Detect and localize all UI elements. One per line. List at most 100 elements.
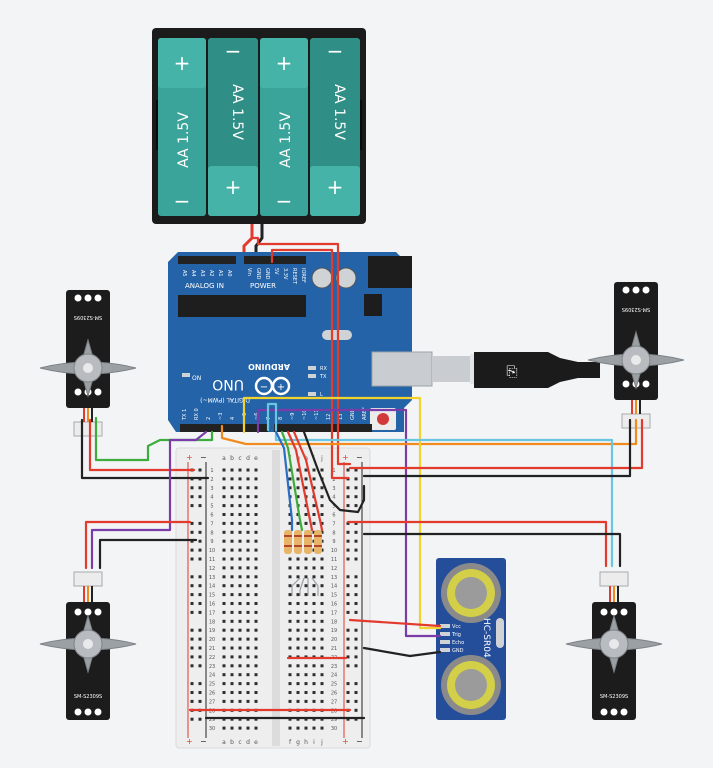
breadboard-hole[interactable] <box>238 495 242 499</box>
breadboard-hole[interactable] <box>312 530 316 534</box>
rail-hole[interactable] <box>190 575 194 579</box>
breadboard-hole[interactable] <box>254 557 258 561</box>
breadboard-hole[interactable] <box>296 486 300 490</box>
wire-servo-br-black[interactable] <box>362 532 622 568</box>
rail-hole[interactable] <box>346 637 350 641</box>
breadboard-hole[interactable] <box>296 646 300 650</box>
breadboard-hole[interactable] <box>288 726 292 730</box>
rail-hole[interactable] <box>346 717 350 721</box>
breadboard-hole[interactable] <box>222 664 226 668</box>
rail-hole[interactable] <box>354 575 358 579</box>
breadboard-hole[interactable] <box>246 699 250 703</box>
breadboard-hole[interactable] <box>254 610 258 614</box>
rail-hole[interactable] <box>190 602 194 605</box>
breadboard-hole[interactable] <box>304 726 308 730</box>
rail-hole[interactable] <box>190 530 194 534</box>
rail-hole[interactable] <box>346 468 350 472</box>
rail-hole[interactable] <box>346 646 350 650</box>
breadboard-hole[interactable] <box>246 602 250 605</box>
breadboard-hole[interactable] <box>246 477 250 481</box>
wire-blue-led[interactable] <box>274 430 294 532</box>
rail-hole[interactable] <box>190 628 194 632</box>
breadboard-hole[interactable] <box>312 504 316 508</box>
breadboard-hole[interactable] <box>246 682 250 686</box>
breadboard-hole[interactable] <box>222 726 226 730</box>
breadboard-hole[interactable] <box>238 530 242 534</box>
rail-hole[interactable] <box>346 655 350 659</box>
breadboard-hole[interactable] <box>238 664 242 668</box>
breadboard-hole[interactable] <box>222 513 226 516</box>
breadboard-hole[interactable] <box>312 575 316 579</box>
breadboard-hole[interactable] <box>238 521 242 525</box>
breadboard-hole[interactable] <box>254 602 258 605</box>
breadboard-hole[interactable] <box>304 637 308 641</box>
rail-hole[interactable] <box>198 691 202 694</box>
rail-hole[interactable] <box>354 495 358 499</box>
breadboard-hole[interactable] <box>304 664 308 668</box>
breadboard-hole[interactable] <box>230 584 234 588</box>
breadboard-hole[interactable] <box>304 628 308 632</box>
rail-hole[interactable] <box>354 504 358 508</box>
breadboard-hole[interactable] <box>312 664 316 668</box>
breadboard-hole[interactable] <box>288 699 292 703</box>
breadboard-hole[interactable] <box>254 495 258 499</box>
breadboard-hole[interactable] <box>312 637 316 641</box>
usb-cable[interactable]: ⎘ <box>432 352 600 388</box>
rail-hole[interactable] <box>190 699 194 703</box>
breadboard-hole[interactable] <box>320 726 324 730</box>
breadboard-hole[interactable] <box>222 637 226 641</box>
wire-ultrasonic-gnd[interactable] <box>362 646 442 658</box>
rail-hole[interactable] <box>346 548 350 552</box>
breadboard-hole[interactable] <box>320 610 324 614</box>
breadboard-hole[interactable] <box>238 628 242 632</box>
breadboard-hole[interactable] <box>230 513 234 516</box>
breadboard-hole[interactable] <box>222 646 226 650</box>
rail-hole[interactable] <box>354 699 358 703</box>
breadboard-hole[interactable] <box>288 468 292 472</box>
breadboard-hole[interactable] <box>304 513 308 516</box>
breadboard-hole[interactable] <box>238 610 242 614</box>
breadboard-hole[interactable] <box>246 504 250 508</box>
rail-hole[interactable] <box>190 691 194 694</box>
breadboard-hole[interactable] <box>320 584 324 588</box>
breadboard-hole[interactable] <box>230 557 234 561</box>
breadboard-hole[interactable] <box>254 619 258 623</box>
breadboard-hole[interactable] <box>222 495 226 499</box>
breadboard-hole[interactable] <box>230 637 234 641</box>
wire-purple-echo[interactable] <box>256 408 442 638</box>
breadboard-hole[interactable] <box>222 699 226 703</box>
breadboard-hole[interactable] <box>238 682 242 686</box>
breadboard-hole[interactable] <box>304 682 308 686</box>
breadboard-hole[interactable] <box>320 602 324 605</box>
breadboard-hole[interactable] <box>296 495 300 499</box>
breadboard-hole[interactable] <box>312 682 316 686</box>
wire-purple-servo-bl[interactable] <box>90 430 208 570</box>
servo-motor-4[interactable]: SM-S2309S <box>565 571 663 720</box>
breadboard-hole[interactable] <box>222 477 226 481</box>
breadboard-hole[interactable] <box>254 593 258 597</box>
rgb-led[interactable] <box>291 577 319 596</box>
rail-hole[interactable] <box>190 655 194 659</box>
rail-hole[interactable] <box>198 575 202 579</box>
breadboard-hole[interactable] <box>320 717 324 721</box>
breadboard-hole[interactable] <box>288 513 292 516</box>
breadboard-hole[interactable] <box>230 477 234 481</box>
breadboard-hole[interactable] <box>296 477 300 481</box>
breadboard-hole[interactable] <box>246 628 250 632</box>
breadboard-hole[interactable] <box>246 575 250 579</box>
breadboard-hole[interactable] <box>254 486 258 490</box>
breadboard-hole[interactable] <box>246 593 250 597</box>
breadboard-hole[interactable] <box>320 513 324 516</box>
breadboard-hole[interactable] <box>238 504 242 508</box>
breadboard-hole[interactable] <box>238 699 242 703</box>
wire-servo-tr-black[interactable] <box>362 418 632 478</box>
breadboard-hole[interactable] <box>296 557 300 561</box>
breadboard-hole[interactable] <box>320 593 324 597</box>
breadboard-hole[interactable] <box>296 691 300 694</box>
breadboard-hole[interactable] <box>312 486 316 490</box>
wire-servo-br-red[interactable] <box>346 520 608 568</box>
breadboard-hole[interactable] <box>304 691 308 694</box>
breadboard-hole[interactable] <box>296 619 300 623</box>
breadboard-hole[interactable] <box>222 539 226 543</box>
breadboard-hole[interactable] <box>222 593 226 597</box>
